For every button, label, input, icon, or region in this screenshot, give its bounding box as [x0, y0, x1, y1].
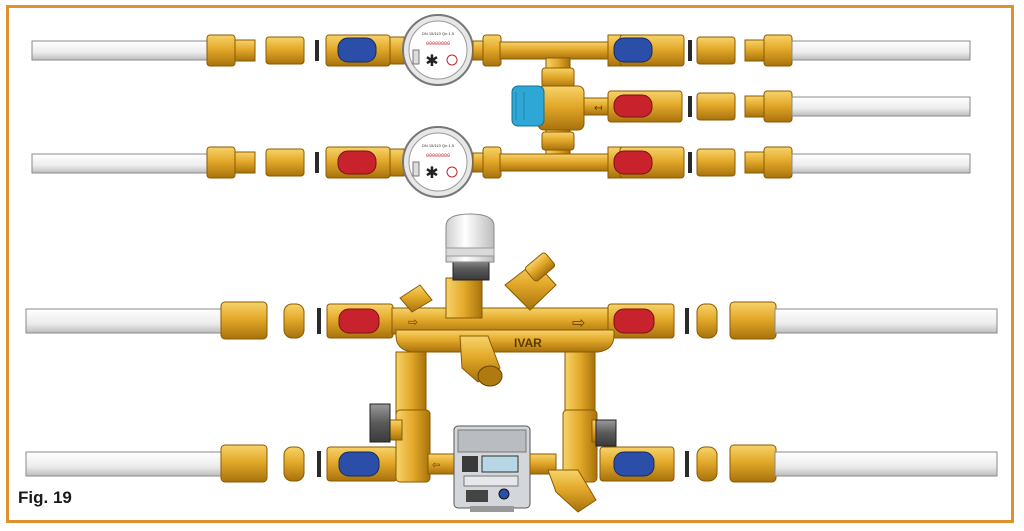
compression-fitting — [744, 151, 766, 174]
gasket — [315, 40, 319, 61]
gasket — [688, 96, 692, 117]
meter-scale-text: DN 15/110 Qn 1,5 — [422, 143, 455, 148]
meter-scale-text: DN 15/110 Qn 1,5 — [422, 31, 455, 36]
union-nut — [482, 34, 502, 67]
flow-arrow-icon: ⇦ — [432, 460, 440, 471]
compression-fitting — [234, 151, 256, 174]
adapter-ring — [283, 446, 305, 482]
sensor-probe — [595, 419, 617, 447]
brass-pipe — [499, 153, 611, 172]
mixing-manifold: IVAR — [395, 252, 615, 415]
mixing-valve-assembly: ↤ — [511, 57, 971, 165]
energy-meter-controller — [453, 425, 531, 512]
meter-dial-icon — [446, 54, 458, 66]
water-meter-lower: DN 15/110 Qn 1,5 00000000 ✱ — [402, 126, 474, 198]
union-nut — [696, 148, 736, 177]
pipe — [791, 96, 971, 117]
press-fitting — [220, 444, 268, 483]
brass-pipe — [499, 41, 611, 60]
bottom-row-2: ⇦ — [25, 403, 998, 513]
compression-fitting — [234, 39, 256, 62]
pipe — [791, 40, 971, 61]
red-valve-handle — [613, 150, 653, 175]
pipe — [791, 153, 971, 174]
compression-fitting — [744, 95, 766, 118]
pipe — [31, 153, 209, 174]
thermostatic-knob — [511, 85, 545, 127]
meter-button[interactable] — [498, 488, 510, 500]
blue-valve-handle — [337, 37, 377, 63]
press-fitting — [220, 301, 268, 340]
union-nut — [696, 36, 736, 65]
brand-text: IVAR — [514, 336, 542, 350]
blue-valve-handle — [338, 451, 380, 477]
gasket — [685, 451, 689, 477]
y-strainer — [547, 469, 597, 513]
svg-text:↤: ↤ — [594, 103, 602, 114]
flow-arrow-icon: ⇨ — [408, 315, 418, 329]
compression-fitting — [763, 34, 793, 67]
pipe — [774, 451, 998, 477]
blue-valve-handle — [613, 451, 655, 477]
top-row-1: DN 15/110 Qn 1,5 00000000 ✱ — [31, 14, 971, 86]
union-nut — [389, 148, 405, 177]
adapter-ring — [283, 303, 305, 339]
flow-arrow-icon: ⇨ — [572, 315, 585, 332]
meter-display: 00000000 — [426, 153, 450, 159]
union-nut — [696, 92, 736, 121]
union-nut — [265, 148, 305, 177]
top-row-3: DN 15/110 Qn 1,5 00000000 ✱ — [31, 126, 971, 198]
red-valve-handle — [337, 150, 377, 175]
meter-dial-icon — [446, 166, 458, 178]
meter-lcd-screen — [481, 455, 519, 473]
pipe — [25, 451, 223, 477]
gasket — [315, 152, 319, 173]
thermal-actuator — [445, 213, 495, 281]
meter-display: 00000000 — [426, 41, 450, 47]
adapter-ring — [696, 446, 718, 482]
pipe — [31, 40, 209, 61]
figure-caption: Fig. 19 — [18, 488, 72, 507]
meter-star-icon: ✱ — [425, 165, 438, 182]
compression-fitting — [206, 146, 236, 179]
compression-fitting — [763, 146, 793, 179]
adapter-ring — [696, 303, 718, 339]
union-nut — [482, 146, 502, 179]
blue-valve-handle — [613, 37, 653, 63]
press-fitting — [729, 444, 777, 483]
gasket — [317, 308, 321, 334]
gasket — [685, 308, 689, 334]
meter-star-icon: ✱ — [425, 53, 438, 70]
red-valve-handle — [613, 94, 653, 118]
compression-fitting — [206, 34, 236, 67]
union-nut — [265, 36, 305, 65]
union-nut — [389, 36, 405, 65]
gasket — [688, 40, 692, 61]
compression-fitting — [763, 90, 793, 123]
pipe — [25, 308, 223, 334]
pipe — [774, 308, 998, 334]
bottom-row-1: ⇨ ⇨ — [25, 301, 998, 340]
red-valve-handle — [338, 308, 380, 334]
gasket — [317, 451, 321, 477]
sensor-probe — [369, 403, 391, 443]
red-valve-handle — [613, 308, 655, 334]
press-fitting — [729, 301, 777, 340]
compression-fitting — [744, 39, 766, 62]
water-meter-upper: DN 15/110 Qn 1,5 00000000 ✱ — [402, 14, 474, 86]
gasket — [688, 152, 692, 173]
